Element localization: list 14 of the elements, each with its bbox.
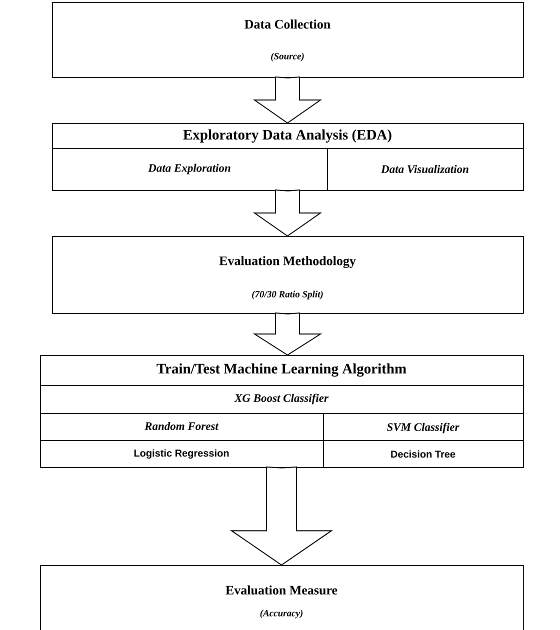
- table-cell: Decision Tree: [323, 440, 524, 468]
- block-arrow: [230, 466, 334, 566]
- table-cell: Logistic Regression: [40, 440, 324, 468]
- block-arrow: [252, 76, 322, 124]
- table-cell: Random Forest: [40, 413, 324, 441]
- block-arrow: [252, 312, 322, 356]
- table-cell: XG Boost Classifier: [40, 385, 524, 414]
- process-box: Evaluation Methodology (70/30 Ratio Split): [52, 236, 524, 314]
- table-cell: Data Visualization: [327, 148, 524, 191]
- table-cell: SVM Classifier: [323, 413, 524, 441]
- process-box: Data Collection (Source): [52, 2, 524, 78]
- block-arrow: [252, 189, 322, 237]
- table-cell: Data Exploration: [52, 148, 328, 191]
- process-box: Evaluation Measure (Accuracy): [40, 565, 524, 630]
